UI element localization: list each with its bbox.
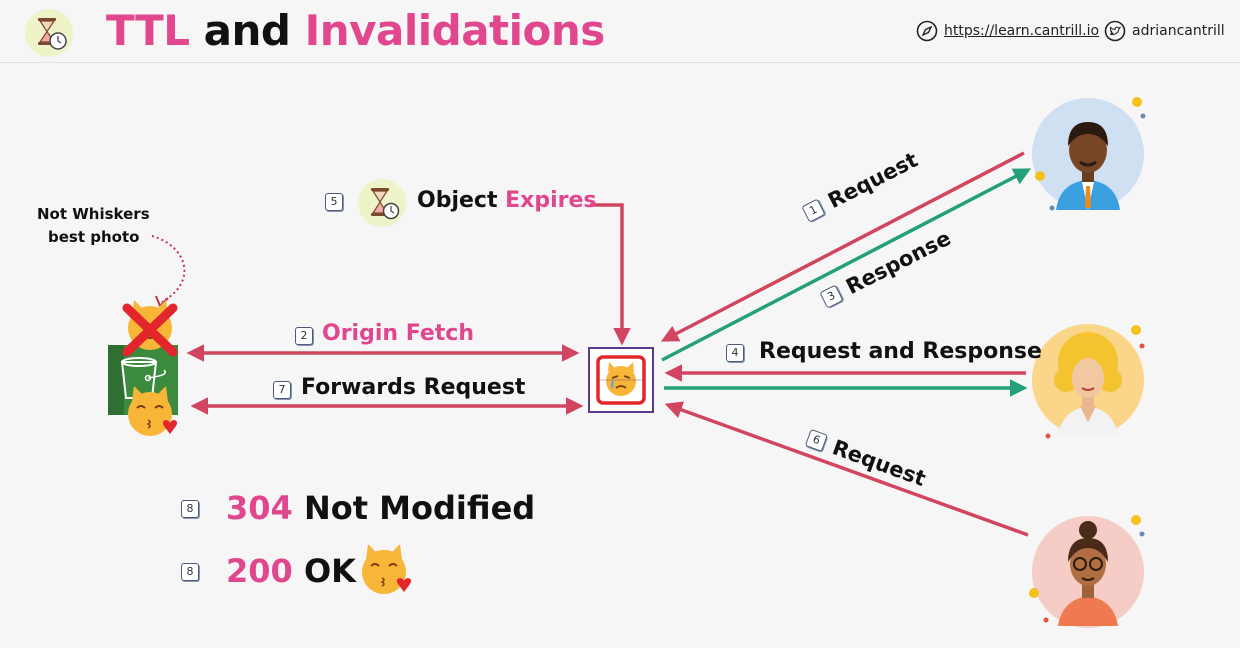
user-avatar-2 — [1032, 324, 1145, 439]
kissing-cat-icon-ok — [362, 544, 412, 594]
object-expires-arrow — [590, 203, 631, 346]
edge-cache-icon — [588, 347, 654, 413]
title-ttl: TTL — [106, 6, 190, 55]
twitter-handle[interactable]: adriancantrill — [1104, 20, 1225, 42]
ok-text: OK — [303, 552, 356, 590]
request-1-arrow — [660, 151, 1025, 342]
step-8b-badge: 8 — [181, 563, 199, 581]
request-response-label: Request and Response — [759, 339, 1042, 364]
hourglass-clock-icon-step5 — [358, 179, 406, 227]
ok-label: 200 OK — [226, 552, 356, 590]
note-line-1: Not Whiskers — [37, 205, 150, 223]
expires-word: Expires — [505, 188, 597, 213]
user-avatar-3 — [1029, 515, 1145, 628]
page-title: TTL and Invalidations — [106, 6, 605, 55]
course-url[interactable]: https://learn.cantrill.io — [944, 23, 1100, 39]
response-3-arrow — [661, 168, 1032, 362]
step-4-badge: 4 — [726, 344, 744, 362]
object-word: Object — [417, 188, 498, 213]
note-line-2: best photo — [48, 228, 140, 246]
step-2-badge: 2 — [295, 327, 313, 345]
step-8a-badge: 8 — [181, 500, 199, 518]
request-6-arrow — [664, 401, 1029, 537]
title-invalidations: Invalidations — [304, 6, 606, 55]
twitter-text: adriancantrill — [1132, 23, 1225, 39]
compass-icon — [916, 20, 938, 42]
forwards-request-label: Forwards Request — [301, 375, 526, 400]
twitter-icon — [1104, 20, 1126, 42]
kissing-cat-icon — [128, 386, 178, 436]
code-200: 200 — [226, 552, 293, 590]
rejected-cat-icon — [122, 300, 178, 357]
hourglass-clock-icon — [25, 9, 73, 57]
not-modified-text: Not Modified — [303, 489, 536, 527]
code-304: 304 — [226, 489, 293, 527]
course-link[interactable]: https://learn.cantrill.io — [916, 20, 1099, 42]
step-7-badge: 7 — [273, 381, 291, 399]
header-bar: TTL and Invalidations https://learn.cant… — [0, 0, 1240, 63]
not-modified-label: 304 Not Modified — [226, 489, 535, 527]
step-5-badge: 5 — [325, 193, 343, 211]
title-and: and — [203, 6, 291, 55]
object-expires-label: Object Expires — [417, 188, 597, 213]
user-avatar-1 — [1032, 97, 1146, 211]
note-pointer-arrow — [151, 235, 186, 303]
origin-fetch-label: Origin Fetch — [322, 321, 474, 346]
